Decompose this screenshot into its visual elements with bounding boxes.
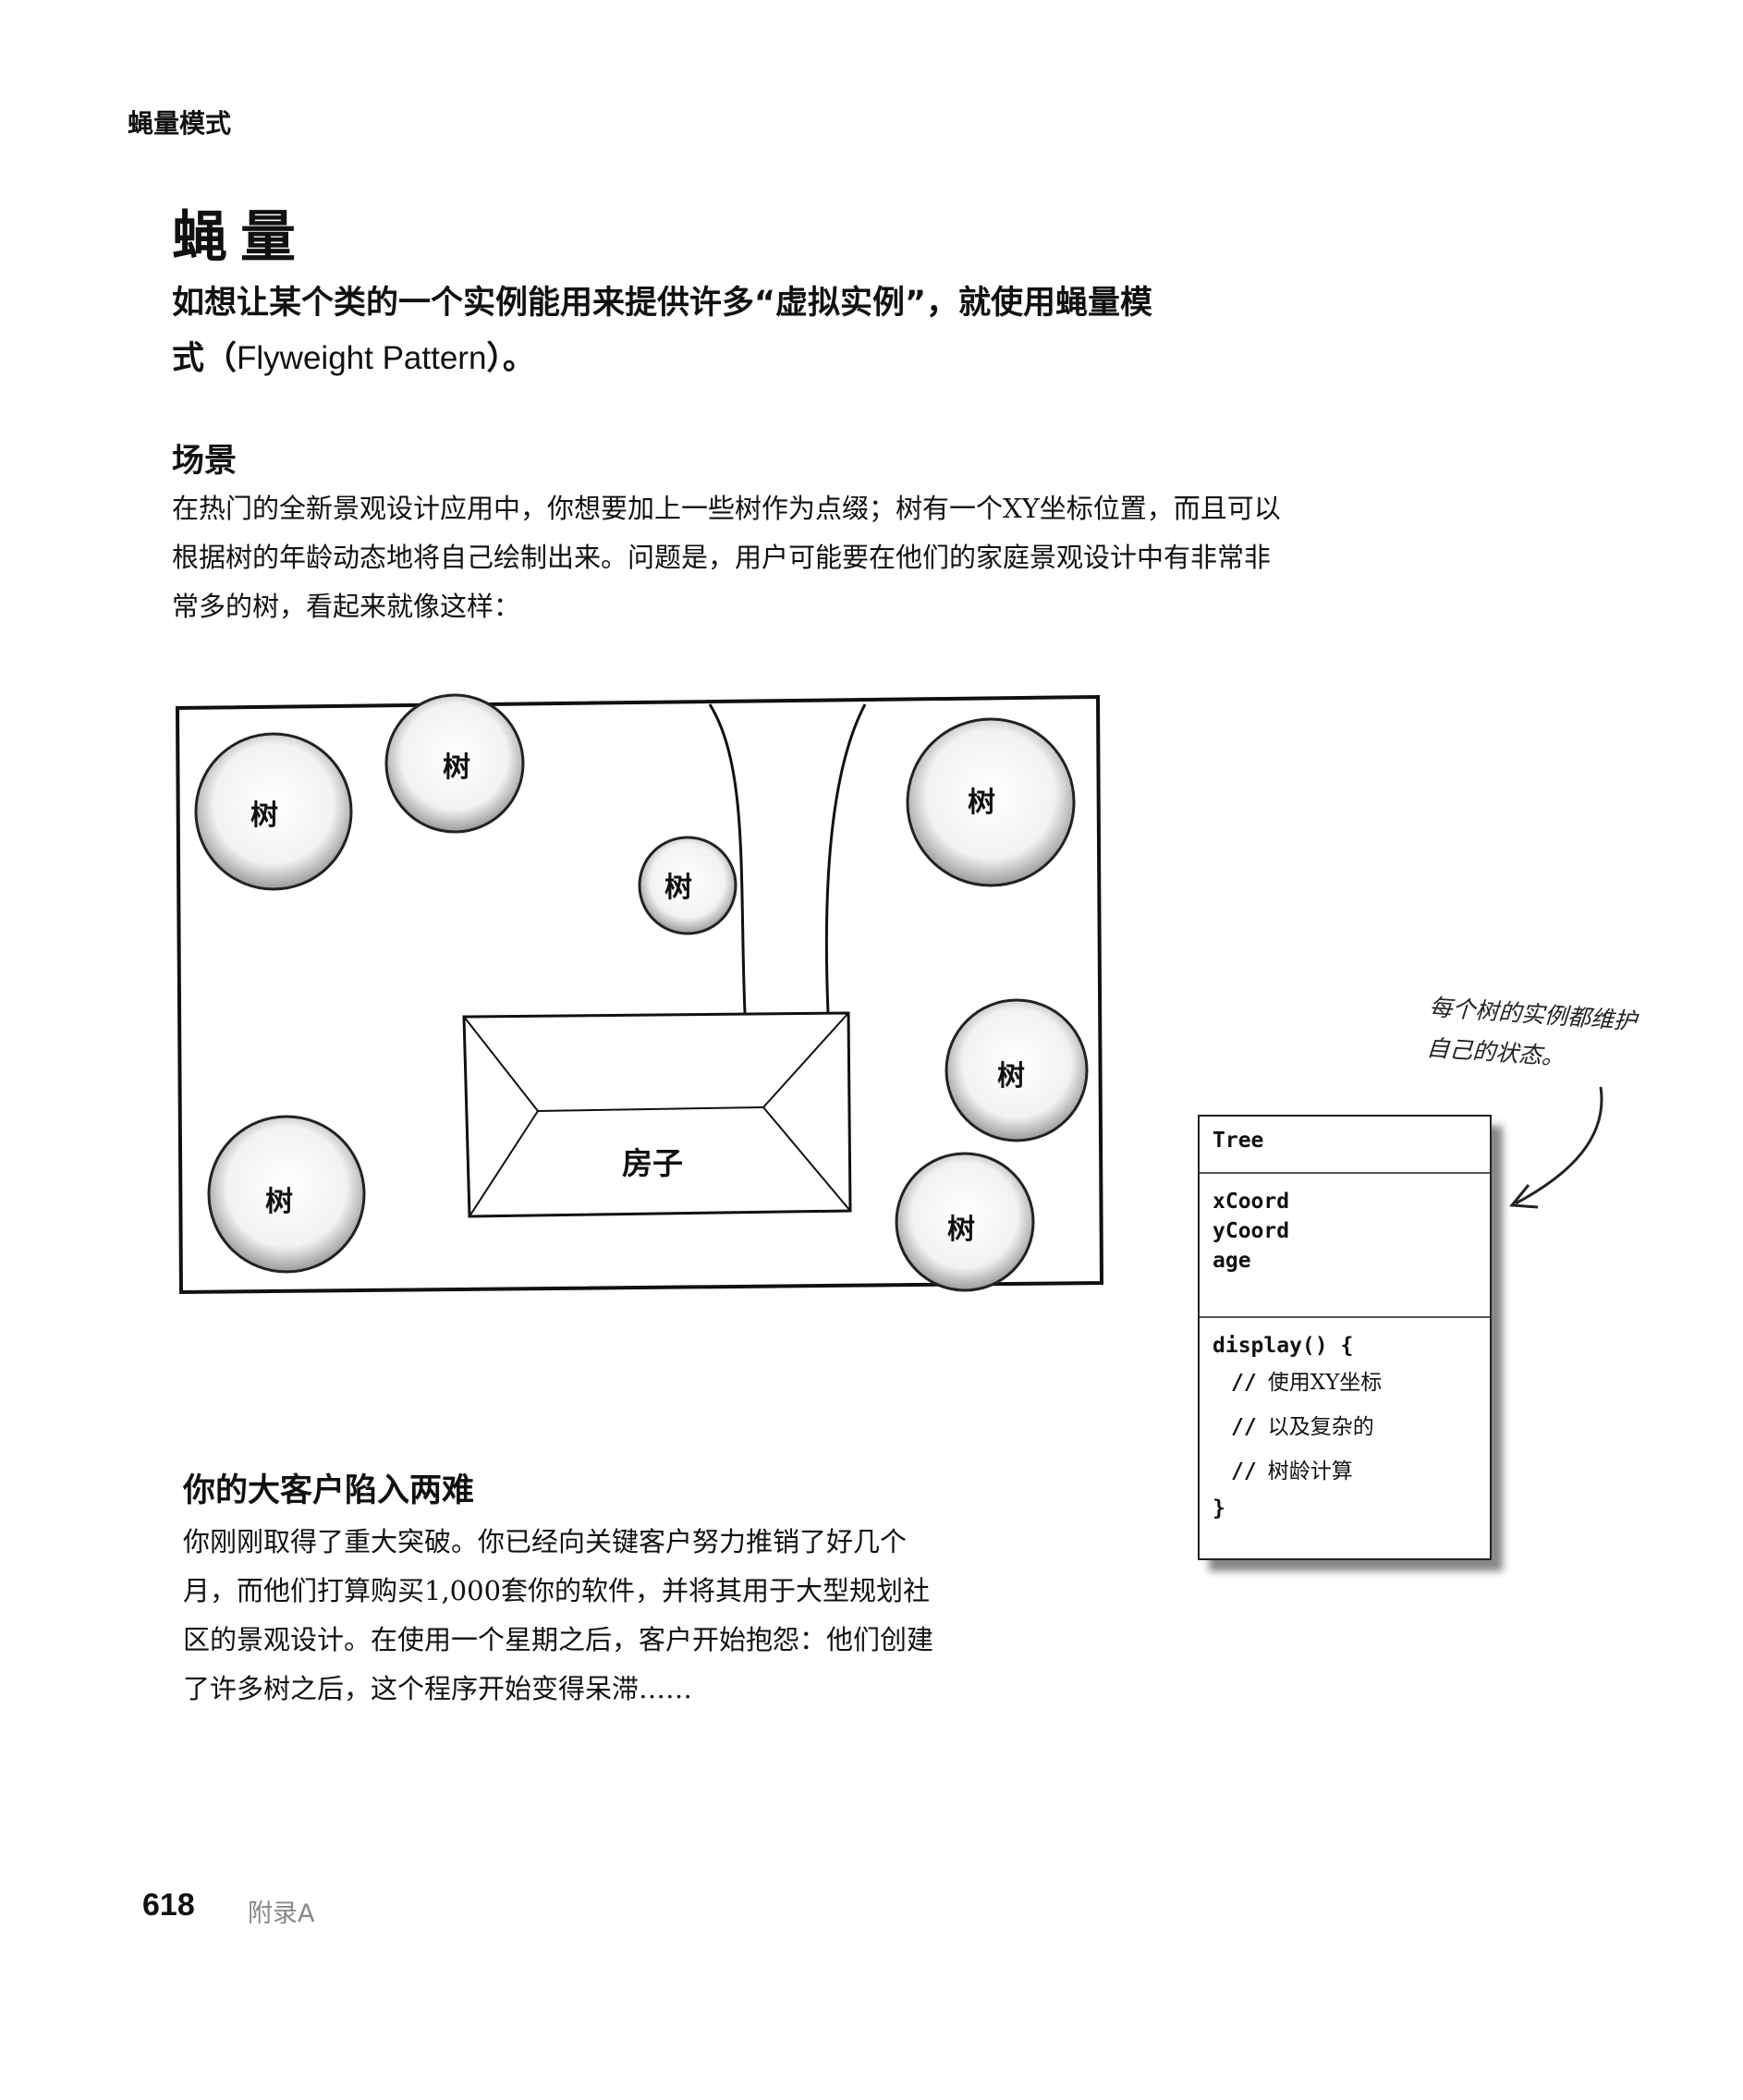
house-label: 房子 bbox=[622, 1145, 683, 1181]
arrow-head bbox=[1509, 1184, 1539, 1209]
tree-label: 树 bbox=[997, 1060, 1025, 1093]
page-number: 618 bbox=[142, 1887, 195, 1923]
uml-class-name: Tree bbox=[1200, 1117, 1490, 1174]
running-head: 蝇量模式 bbox=[128, 108, 232, 139]
uml-method-signature: display() { bbox=[1213, 1334, 1354, 1358]
tree-label: 树 bbox=[968, 787, 995, 819]
path-left-edge bbox=[708, 703, 747, 1014]
uml-attributes: xCoord yCoord age bbox=[1200, 1174, 1490, 1318]
intro-pattern-name: Flyweight Pattern bbox=[237, 340, 487, 376]
comment-marker: // bbox=[1231, 1415, 1257, 1439]
client-paragraph: 你刚刚取得了重大突破。你已经向关键客户努力推销了好几个月，而他们打算购买1,00… bbox=[183, 1526, 934, 1704]
tree-5: 树 bbox=[945, 998, 1089, 1142]
tree-label: 树 bbox=[250, 800, 278, 832]
uml-comment: //树龄计算 bbox=[1231, 1459, 1353, 1483]
tree-4: 树 bbox=[906, 717, 1076, 887]
tree-2: 树 bbox=[384, 693, 525, 834]
uml-methods: display() { //使用XY坐标 //以及复杂的 //树龄计算 } bbox=[1200, 1318, 1490, 1536]
tree-label: 树 bbox=[947, 1214, 975, 1246]
uml-attribute: yCoord bbox=[1213, 1219, 1290, 1243]
house: 房子 bbox=[462, 1011, 852, 1218]
uml-comment: //使用XY坐标 bbox=[1231, 1371, 1383, 1395]
uml-comment: //以及复杂的 bbox=[1231, 1415, 1374, 1439]
intro-suffix: ）。 bbox=[486, 340, 535, 377]
path-right-edge bbox=[824, 703, 867, 1014]
annotation-arrow bbox=[1515, 1086, 1603, 1205]
tree-label: 树 bbox=[265, 1186, 293, 1218]
tree-7: 树 bbox=[895, 1152, 1035, 1292]
intro-text: 如想让某个类的一个实例能用来提供许多“虚拟实例”，就使用蝇量模 式（Flywei… bbox=[172, 275, 1262, 386]
tree-1: 树 bbox=[194, 732, 353, 891]
annotation-note: 每个树的实例都维护 自己的状态。 bbox=[1425, 987, 1639, 1082]
intro-prefix: 式（ bbox=[172, 340, 238, 377]
intro-line-1: 如想让某个类的一个实例能用来提供许多“虚拟实例”，就使用蝇量模 bbox=[172, 285, 1153, 322]
comment-marker: // bbox=[1231, 1459, 1257, 1483]
page-title: 蝇量 bbox=[172, 205, 309, 270]
tree-3: 树 bbox=[638, 836, 737, 935]
scene-heading: 场景 bbox=[172, 443, 238, 480]
tree-label: 树 bbox=[443, 751, 470, 784]
scene-paragraph: 在热门的全新景观设计应用中，你想要加上一些树作为点缀；树有一个XY坐标位置，而且… bbox=[172, 493, 1281, 622]
tree-class-diagram: Tree xCoord yCoord age display() { //使用X… bbox=[1198, 1115, 1492, 1560]
tree-label: 树 bbox=[664, 872, 692, 904]
uml-attribute: age bbox=[1213, 1249, 1251, 1273]
tree-6: 树 bbox=[207, 1115, 366, 1274]
comment-marker: // bbox=[1231, 1371, 1257, 1395]
footer-section: 附录A bbox=[248, 1899, 315, 1928]
client-heading: 你的大客户陷入两难 bbox=[183, 1472, 475, 1509]
yard-border bbox=[175, 694, 1104, 1295]
uml-method-close: } bbox=[1213, 1496, 1225, 1520]
intro-line-2: 式（Flyweight Pattern）。 bbox=[172, 331, 1262, 386]
uml-attribute: xCoord bbox=[1213, 1190, 1290, 1214]
